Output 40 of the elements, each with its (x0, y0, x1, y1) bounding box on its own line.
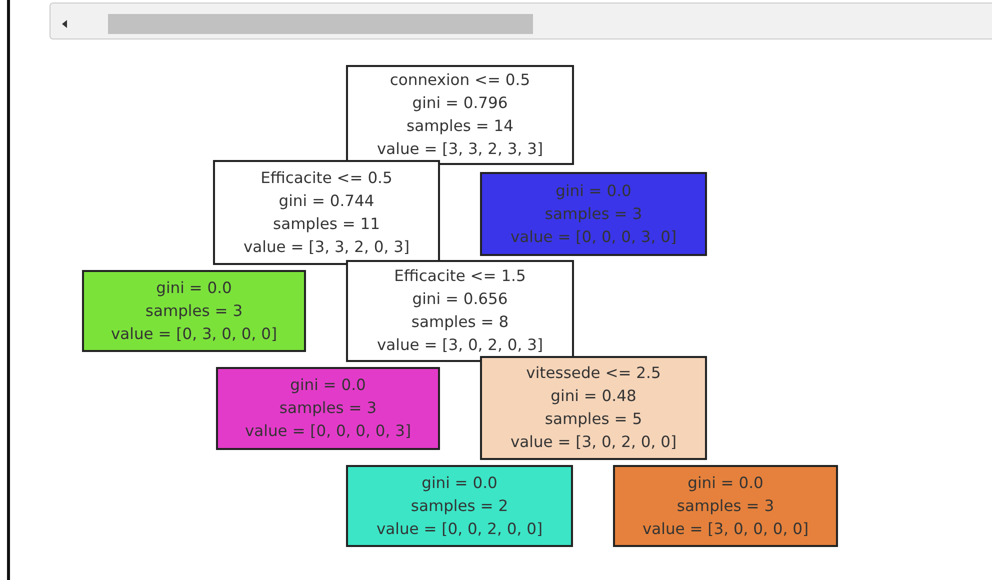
tree-node-box (346, 465, 573, 547)
node-text: gini = 0.0 (290, 375, 366, 396)
node-text: gini = 0.0 (688, 472, 764, 494)
tree-node-box (346, 260, 574, 362)
tree-node-box (213, 160, 440, 265)
node-text: samples = 8 (411, 312, 509, 333)
node-text: samples = 5 (544, 409, 642, 430)
node-text: value = [0, 3, 0, 0, 0] (111, 324, 277, 344)
node-text: value = [0, 0, 0, 3, 0] (510, 226, 676, 248)
node-text: value = [3, 0, 2, 0, 3] (377, 335, 543, 356)
tree-node-box (346, 65, 574, 165)
node-text: gini = 0.796 (412, 93, 508, 114)
node-text: value = [3, 3, 2, 0, 3] (244, 236, 410, 258)
node-text: samples = 11 (273, 214, 380, 234)
node-text: vitessede <= 2.5 (526, 363, 661, 384)
tree-node-box (480, 172, 707, 256)
node-text: gini = 0.656 (412, 289, 508, 310)
node-text: gini = 0.0 (156, 278, 232, 298)
node-text: samples = 14 (406, 116, 514, 137)
node-text: connexion <= 0.5 (390, 70, 530, 91)
tree-node-box (82, 270, 306, 352)
tree-node-box (613, 465, 838, 547)
node-text: Efficacite <= 1.5 (394, 266, 526, 287)
node-text: gini = 0.0 (422, 472, 498, 494)
node-text: samples = 2 (410, 496, 508, 516)
node-text: value = [3, 0, 2, 0, 0] (510, 432, 676, 453)
node-text: value = [0, 0, 2, 0, 0] (376, 518, 542, 540)
node-text: samples = 3 (279, 398, 377, 419)
node-text: samples = 3 (676, 496, 774, 516)
node-text: value = [3, 0, 0, 0, 0] (642, 518, 808, 540)
node-text: gini = 0.744 (278, 190, 374, 212)
tree-node-box (480, 356, 707, 460)
node-text: gini = 0.0 (556, 180, 632, 202)
node-text: gini = 0.48 (550, 386, 636, 407)
tree-node-box (216, 367, 440, 450)
node-text: value = [0, 0, 0, 0, 3] (245, 421, 411, 442)
node-text: samples = 3 (544, 204, 642, 224)
node-text: Efficacite <= 0.5 (260, 168, 392, 188)
node-text: value = [3, 3, 2, 3, 3] (377, 139, 543, 160)
node-text: samples = 3 (145, 300, 243, 322)
